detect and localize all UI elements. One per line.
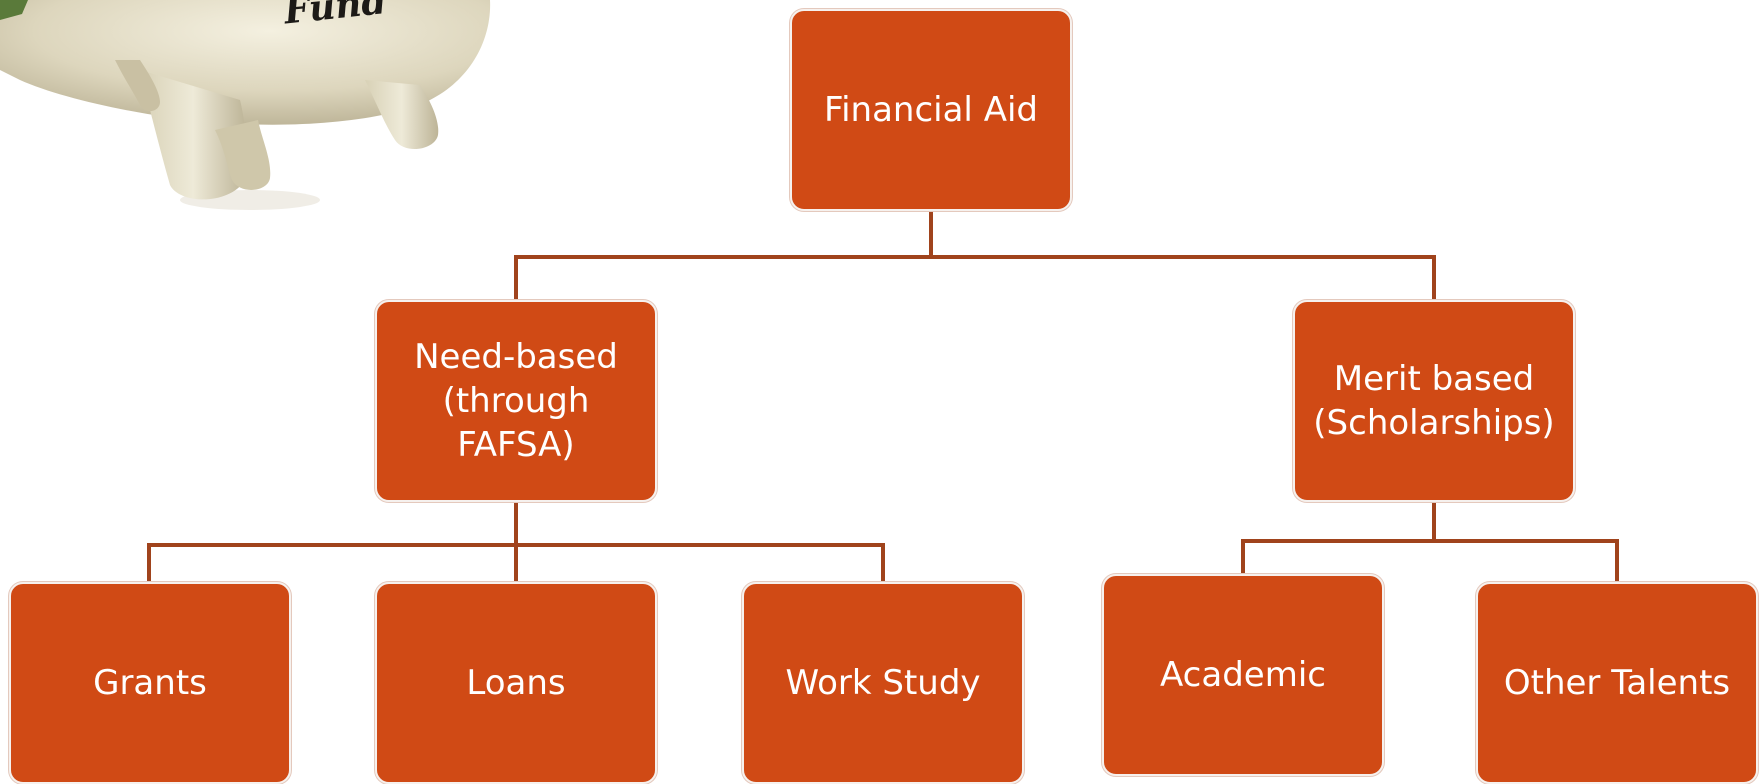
node-loans: Loans xyxy=(375,582,657,784)
piggy-bank-image: Fund xyxy=(0,0,491,210)
node-work-study: Work Study xyxy=(742,582,1024,784)
node-grants: Grants xyxy=(9,582,291,784)
node-academic: Academic xyxy=(1102,574,1384,776)
node-merit-based: Merit based (Scholarships) xyxy=(1293,300,1575,502)
node-need-based: Need-based (through FAFSA) xyxy=(375,300,657,502)
node-financial-aid: Financial Aid xyxy=(790,9,1072,211)
node-other-talents: Other Talents xyxy=(1476,582,1758,784)
